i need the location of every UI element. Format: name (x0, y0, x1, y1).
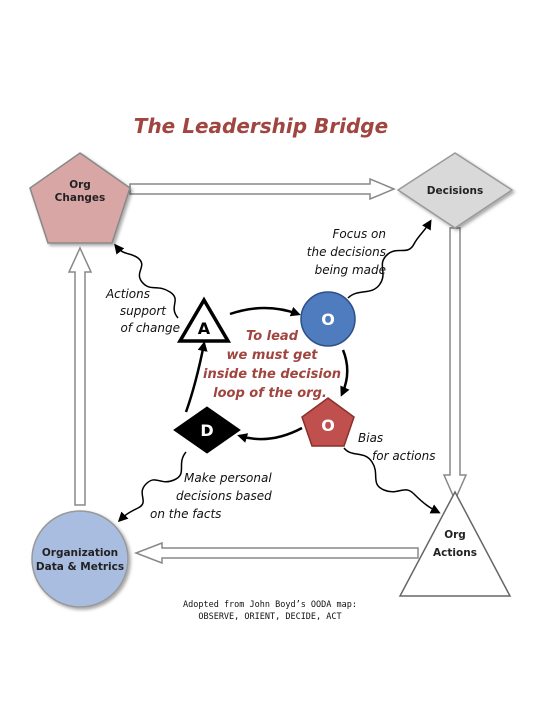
orient-letter: O (321, 416, 335, 435)
decisions-label: Decisions (427, 185, 483, 197)
annotation-bias: Bias for actions (358, 431, 436, 463)
arrow-changes-to-decisions (129, 177, 396, 201)
center-message: To lead we must get inside the decision … (203, 329, 341, 401)
center-line1: To lead (246, 329, 299, 344)
loop-arrow-a-to-o (229, 306, 301, 317)
loop-arrow-d-to-a (184, 341, 208, 413)
diagram-title: The Leadership Bridge (134, 114, 388, 138)
org-actions-label-line1: Org (444, 529, 466, 541)
org-changes-label-line2: Changes (55, 192, 106, 204)
ooda-decide-node: D (173, 406, 241, 454)
act-letter: A (198, 319, 211, 338)
annotation-bias-line1: Bias (358, 431, 383, 445)
decide-letter: D (200, 421, 213, 440)
annotation-focus-line1: Focus on (333, 227, 386, 241)
ooda-observe-node: O (300, 291, 356, 347)
annotation-focus: Focus on the decisions being made (307, 227, 386, 277)
org-actions-label-line2: Actions (433, 547, 477, 559)
node-org-changes: Org Changes (29, 152, 131, 244)
squiggle-decide-to-data (117, 451, 187, 523)
annotation-personal-line1: Make personal (184, 471, 272, 485)
footnote: Adopted from John Boyd’s OODA map: OBSER… (183, 600, 357, 622)
annotation-actions-support-line3: of change (120, 321, 180, 335)
center-line3: inside the decision (203, 367, 341, 382)
squiggle-a-to-changes (114, 243, 179, 319)
arrow-decisions-to-actions (442, 227, 468, 502)
footnote-line1: Adopted from John Boyd’s OODA map: (183, 600, 357, 610)
squiggle-orient-to-actions (343, 447, 441, 514)
node-decisions: Decisions (396, 152, 514, 229)
annotation-bias-line2: for actions (372, 449, 436, 463)
ooda-act-node: A (176, 296, 232, 343)
loop-arrow-o-to-o (340, 349, 350, 397)
arrow-data-to-changes (67, 246, 93, 506)
annotation-actions-support-line1: Actions (105, 287, 150, 301)
footnote-line2: OBSERVE, ORIENT, DECIDE, ACT (198, 612, 341, 622)
org-data-label-line1: Organization (42, 547, 118, 559)
center-line4: loop of the org. (213, 386, 327, 401)
node-org-actions: Org Actions (398, 490, 512, 597)
annotation-focus-line2: the decisions (307, 245, 386, 259)
annotation-personal-line2: decisions based (176, 489, 272, 503)
node-org-data-metrics: Organization Data & Metrics (31, 510, 129, 608)
org-data-label-line2: Data & Metrics (36, 561, 124, 573)
annotation-actions-support-line2: support (120, 304, 167, 318)
center-line2: we must get (227, 348, 319, 363)
loop-arrow-o-to-d (237, 426, 303, 443)
squiggle-observe-to-decisions (347, 219, 432, 299)
ooda-orient-node: O (301, 397, 355, 447)
annotation-actions-support: Actions support of change (105, 287, 180, 335)
observe-letter: O (321, 310, 335, 329)
annotation-focus-line3: being made (315, 263, 386, 277)
annotation-personal: Make personal decisions based on the fac… (150, 471, 272, 521)
annotation-personal-line3: on the facts (150, 507, 221, 521)
ooda-loop (184, 306, 350, 443)
arrow-actions-to-data (133, 541, 419, 565)
org-changes-label-line1: Org (69, 179, 91, 191)
